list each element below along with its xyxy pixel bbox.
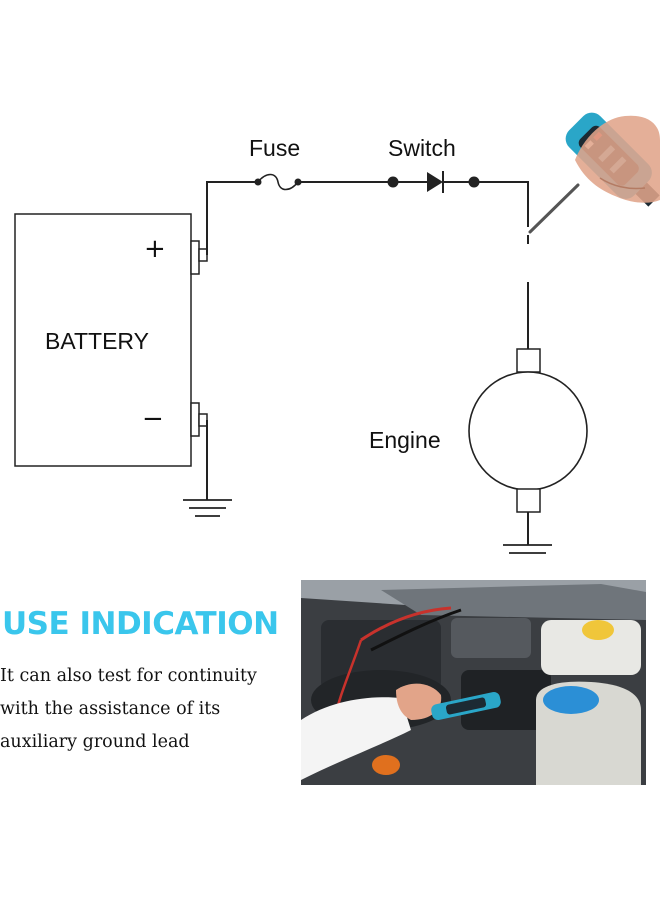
positive-terminal xyxy=(190,240,200,275)
switch-label: Switch xyxy=(388,135,456,161)
fuse-label: Fuse xyxy=(249,135,300,161)
diode-icon xyxy=(387,171,480,193)
battery-label: BATTERY xyxy=(45,328,149,354)
battery-plus-label: + xyxy=(144,234,166,264)
engine-top-terminal xyxy=(516,348,541,373)
description-line: with the assistance of its xyxy=(0,699,221,719)
wire-switch-to-probe xyxy=(474,181,529,227)
engine-label: Engine xyxy=(369,427,441,453)
engine-bottom-terminal xyxy=(516,488,541,513)
circuit-diagram: + − BATTERY Fuse Switch Engine xyxy=(14,112,660,554)
description-line: auxiliary ground lead xyxy=(0,732,190,752)
ground-icon xyxy=(503,544,552,554)
negative-terminal xyxy=(190,402,200,437)
description-line: It can also test for continuity xyxy=(0,666,257,686)
engine-motor xyxy=(468,371,588,491)
fuse-icon xyxy=(254,173,302,191)
battery-box xyxy=(14,213,192,467)
test-light-probe-icon xyxy=(528,112,660,234)
positive-terminal-tab xyxy=(198,248,208,262)
use-indication-heading: USE INDICATION xyxy=(2,606,279,642)
engine-bay-photo xyxy=(301,580,646,785)
ground-icon xyxy=(183,499,232,517)
negative-terminal-tab xyxy=(198,413,208,427)
battery-minus-label: − xyxy=(142,404,164,434)
wire-battery-to-fuse xyxy=(206,181,258,255)
usage-description: It can also test for continuity with the… xyxy=(0,660,290,759)
